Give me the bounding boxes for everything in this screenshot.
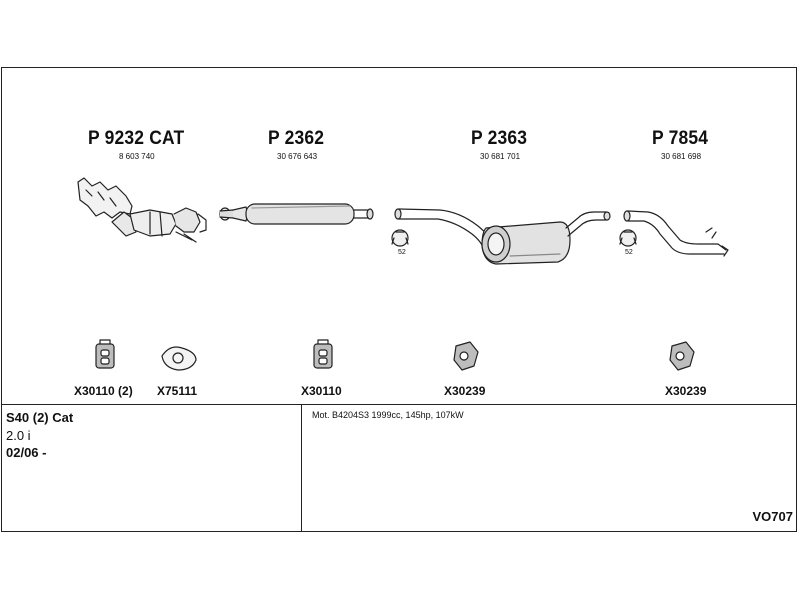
divider-horizontal bbox=[1, 404, 797, 405]
clamp-icon bbox=[391, 229, 409, 247]
part-number-2: P 2362 bbox=[268, 128, 325, 149]
clamp-icon bbox=[619, 229, 637, 247]
clamp-size-label: 52 bbox=[625, 249, 633, 256]
diagram-reference: VO707 bbox=[752, 509, 793, 524]
manifold-catalyst-icon bbox=[77, 177, 207, 243]
part-number-3: P 2363 bbox=[471, 128, 528, 149]
oe-number-2: 30 676 643 bbox=[277, 152, 318, 161]
part-number-4: P 7854 bbox=[652, 128, 709, 149]
oe-number-1: 8 603 740 bbox=[119, 152, 155, 161]
fitting-code-1: X30110 (2) bbox=[74, 384, 133, 398]
rubber-mount-icon bbox=[669, 341, 695, 371]
diagram-frame bbox=[1, 67, 797, 532]
vehicle-date: 02/06 - bbox=[6, 445, 47, 460]
fitting-code-2: X75111 bbox=[157, 384, 198, 398]
oe-number-3: 30 681 701 bbox=[480, 152, 521, 161]
centre-silencer-icon bbox=[219, 203, 374, 225]
rubber-hanger-icon bbox=[313, 339, 333, 369]
part-number-1: P 9232 CAT bbox=[88, 128, 185, 149]
fitting-code-5: X30239 bbox=[665, 384, 707, 398]
fitting-code-3: X30110 bbox=[301, 384, 342, 398]
rubber-mount-icon bbox=[453, 341, 479, 371]
oe-number-4: 30 681 698 bbox=[661, 152, 702, 161]
tail-pipe-icon bbox=[623, 210, 729, 257]
rear-silencer-icon bbox=[394, 208, 611, 265]
flange-gasket-icon bbox=[161, 346, 197, 371]
vehicle-model: S40 (2) Cat bbox=[6, 410, 74, 425]
motor-spec: Mot. B4204S3 1999cc, 145hp, 107kW bbox=[312, 410, 464, 420]
vehicle-engine: 2.0 i bbox=[6, 428, 31, 443]
fitting-code-4: X30239 bbox=[444, 384, 486, 398]
rubber-hanger-icon bbox=[95, 339, 115, 369]
clamp-size-label: 52 bbox=[398, 249, 406, 256]
divider-vertical bbox=[301, 404, 302, 532]
